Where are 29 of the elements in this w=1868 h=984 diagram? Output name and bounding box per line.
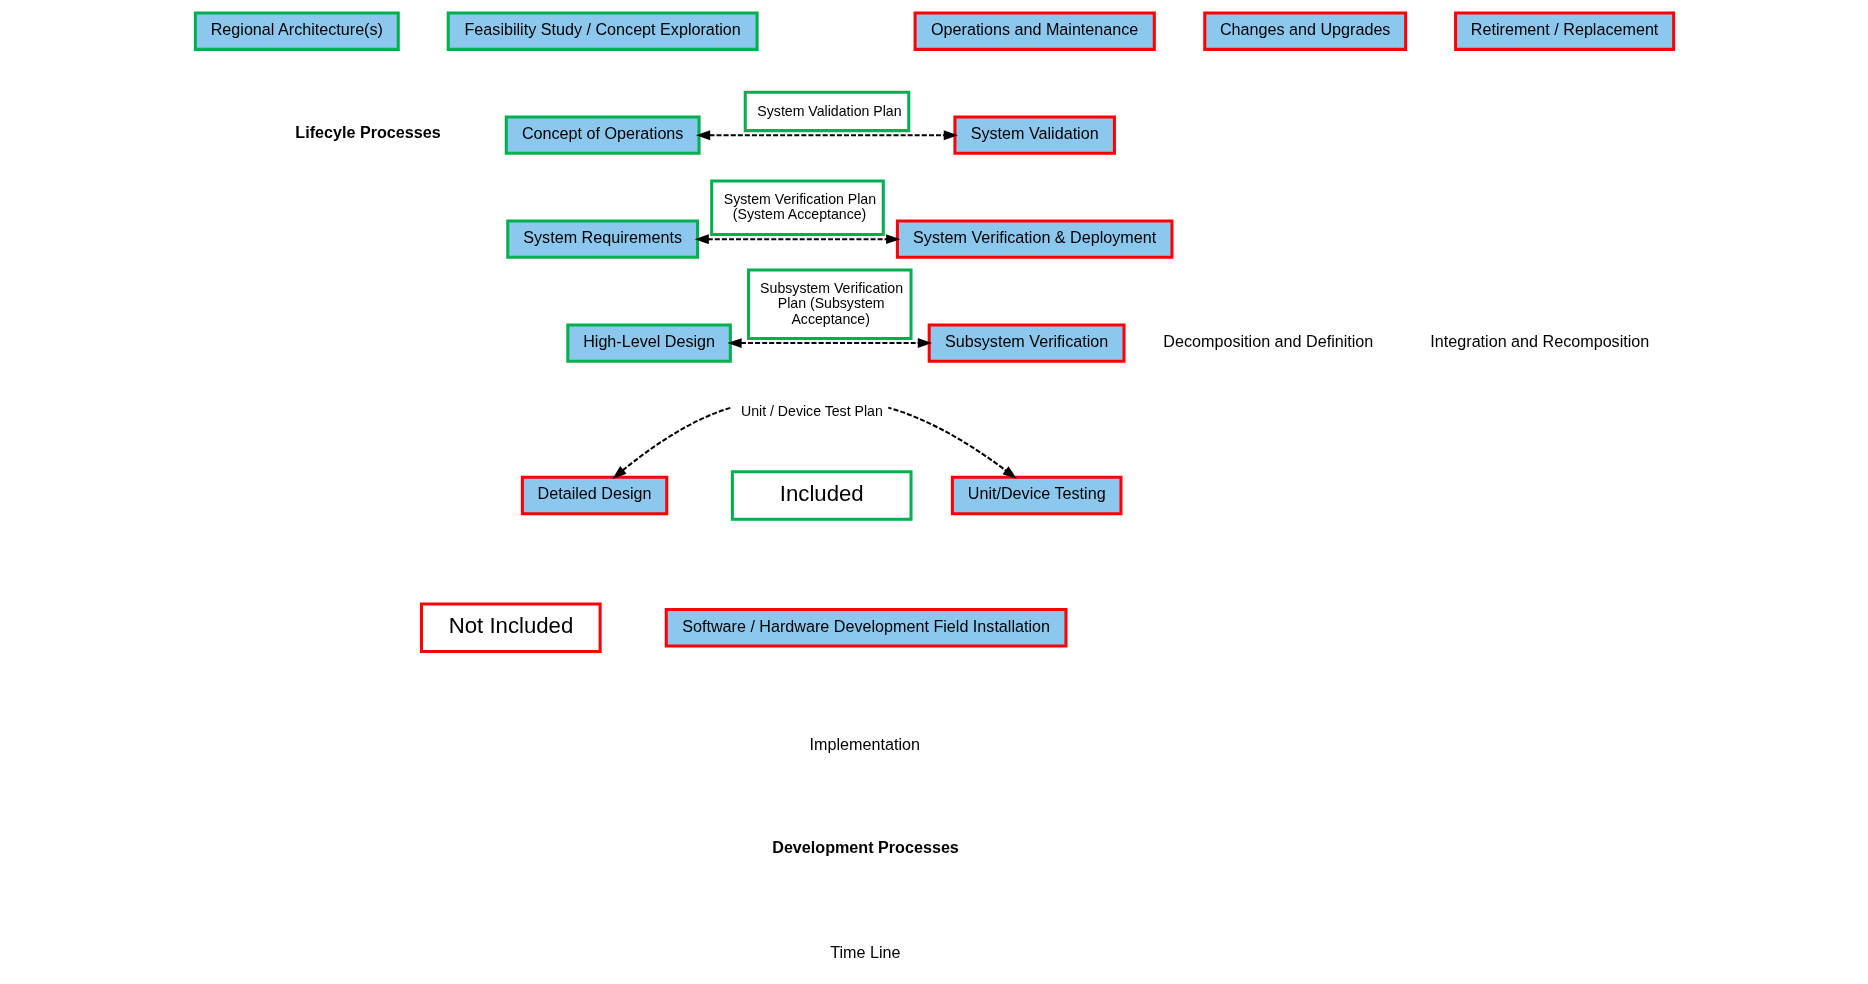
legend-label: Not Included: [448, 612, 573, 638]
edge-label: Subsystem Verification Plan (Subsystem Acceptance): [759, 279, 903, 327]
node-box: Feasibility Study / Concept Exploration: [446, 11, 759, 51]
edge-label: System Validation Plan: [756, 102, 902, 119]
node-box: Changes and Upgrades: [1202, 11, 1407, 51]
node-box: Software / Hardware Development Field Installation: [664, 607, 1067, 647]
edge-label: Unit / Device Test Plan: [740, 402, 883, 419]
arrow: [726, 337, 932, 348]
label: Development Processes: [771, 837, 959, 856]
label: Time Line: [829, 942, 901, 961]
node-box: Regional Architecture(s): [193, 11, 400, 51]
edge-label: System Verification Plan (System Acceptance): [723, 190, 876, 222]
node-box: System Validation: [952, 115, 1116, 155]
label: Integration and Recomposition: [1429, 331, 1649, 350]
label: Decomposition and Definition: [1162, 331, 1373, 350]
node-box: Retirement / Replacement: [1453, 11, 1675, 51]
node-box: Subsystem Verification: [927, 322, 1126, 363]
node-box: System Verification & Deployment: [895, 218, 1173, 259]
label: Implementation: [809, 734, 920, 753]
node-box: Concept of Operations: [504, 115, 701, 155]
legend-label: Included: [779, 480, 864, 506]
arrow: [694, 233, 900, 244]
node-box: Unit/Device Testing: [950, 475, 1122, 515]
node-box: System Requirements: [505, 218, 699, 259]
node-box: Operations and Maintenance: [913, 11, 1156, 51]
node-box: Detailed Design: [520, 475, 668, 515]
label: Lifecyle Processes: [294, 122, 441, 141]
arrow: [695, 129, 958, 140]
node-box: High-Level Design: [565, 322, 732, 363]
